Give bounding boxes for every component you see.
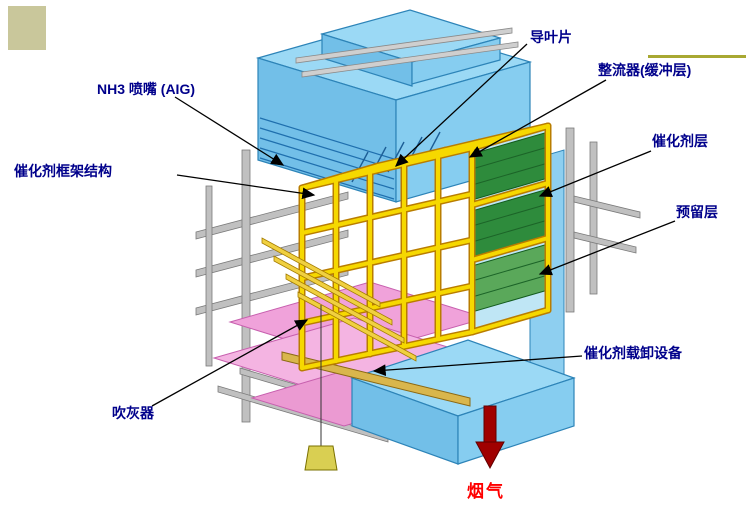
label-rectifier: 整流器(缓冲层): [598, 62, 692, 78]
roof-rail: [295, 27, 513, 64]
leader-catalyst-frame: [176, 174, 316, 200]
roof-rail: [301, 41, 519, 78]
lance: [261, 237, 381, 308]
bucket: [304, 445, 338, 471]
leader-rectifier: [468, 79, 607, 158]
label-soot-blower: 吹灰器: [112, 405, 154, 421]
steel-beam: [195, 229, 349, 278]
label-reserved-layer: 预留层: [676, 204, 718, 220]
leader-soot-blower: [151, 319, 309, 407]
slide-corner-square: [8, 6, 46, 50]
hoist-and-bucket: [304, 305, 338, 471]
leader-catalyst-layer: [538, 150, 652, 198]
label-catalyst-layer: 催化剂层: [652, 133, 708, 149]
label-nh3-nozzle: NH3 喷嘴 (AIG): [97, 81, 195, 97]
lance: [285, 273, 405, 344]
steel-beam: [573, 195, 641, 219]
bottom-duct: [350, 339, 576, 465]
steel-column: [205, 185, 213, 367]
steel-column: [565, 127, 575, 313]
roof-rails: [295, 27, 519, 78]
label-guide-vane: 导叶片: [530, 29, 572, 45]
label-catalyst-frame: 催化剂框架结构: [14, 163, 112, 179]
label-catalyst-handling: 催化剂载卸设备: [584, 345, 682, 361]
steel-column: [241, 149, 251, 423]
steel-beam: [195, 191, 349, 240]
flue-gas-arrow: [475, 405, 505, 470]
lance: [273, 255, 393, 326]
soot-blower-lances: [261, 237, 417, 362]
leader-nh3-nozzle: [174, 96, 285, 166]
label-flue-gas: 烟气: [467, 482, 505, 501]
catalyst-layers: [471, 125, 549, 333]
leader-arrows: [151, 43, 676, 407]
leader-guide-vane: [395, 43, 528, 167]
leader-reserved-layer: [538, 220, 676, 276]
steel-beam: [573, 231, 637, 254]
slide-top-rule: [648, 55, 746, 58]
steel-column: [589, 141, 598, 295]
lance: [297, 291, 417, 362]
inlet-step-left: [321, 33, 413, 87]
leader-catalyst-handling: [372, 355, 583, 376]
